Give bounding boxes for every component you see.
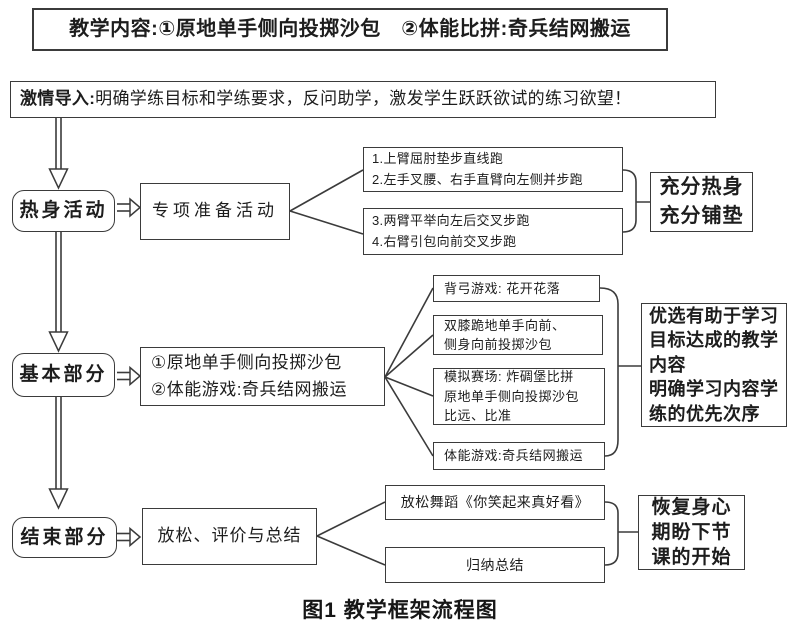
warmup-goal-box: 充分热身 充分铺垫 (650, 172, 753, 232)
intro-text: 明确学练目标和学练要求，反问助学，激发学生跃跃欲试的练习欲望！ (95, 89, 632, 109)
figure-caption: 图1 教学框架流程图 (302, 599, 498, 622)
arrow-main-stage-to-activity (117, 365, 142, 387)
brace-main-goal (599, 287, 641, 457)
brace-closing-goal (604, 501, 638, 566)
arrow-warmup-stage-to-activity (117, 197, 142, 218)
fan-closing-items (316, 501, 386, 566)
closing-activity-box: 放松、评价与总结 (142, 508, 317, 565)
teaching-content-title: 教学内容:①原地单手侧向投掷沙包 ②体能比拼:奇兵结网搬运 (32, 8, 668, 51)
main-item-kneeling-throw: 双膝跪地单手向前、 侧身向前投掷沙包 (433, 315, 603, 355)
arrow-intro-to-warmup (48, 118, 69, 190)
stage-closing: 结束部分 (12, 517, 117, 558)
stage-main: 基本部分 (12, 353, 115, 397)
closing-goal-box: 恢复身心 期盼下节 课的开始 (638, 495, 745, 570)
brace-warmup-goal (622, 169, 650, 233)
arrow-warmup-to-main (48, 232, 69, 353)
passion-intro-box: 激情导入:明确学练目标和学练要求，反问助学，激发学生跃跃欲试的练习欲望！ (10, 81, 716, 118)
warmup-drills-bottom-box: 3.两臂平举向左后交叉步跑 4.右臂引包向前交叉步跑 (363, 208, 623, 255)
fan-main-items (384, 287, 434, 457)
warmup-activity-box: 专项准备活动 (140, 183, 290, 240)
closing-item-summary: 归纳总结 (385, 547, 605, 583)
main-item-back-bow-game: 背弓游戏: 花开花落 (433, 275, 600, 302)
arrow-closing-stage-to-activity (117, 526, 142, 548)
closing-item-relax-dance: 放松舞蹈《你笑起来真好看》 (385, 485, 605, 520)
arrow-main-to-closing (48, 397, 69, 510)
main-item-fitness-game: 体能游戏:奇兵结网搬运 (433, 442, 605, 470)
fan-warmup-drills (289, 169, 364, 235)
warmup-drills-top-box: 1.上臂屈肘垫步直线跑 2.左手叉腰、右手直臂向左侧并步跑 (363, 147, 623, 192)
main-goal-box: 优选有助于学习 目标达成的教学 内容 明确学习内容学 练的优先次序 (641, 303, 787, 427)
main-activity-box: ①原地单手侧向投掷沙包 ②体能游戏:奇兵结网搬运 (140, 347, 385, 406)
stage-warmup: 热身活动 (12, 190, 115, 232)
intro-prefix-label: 激情导入: (20, 89, 96, 109)
main-item-simulated-arena: 模拟赛场: 炸碉堡比拼 原地单手侧向投掷沙包 比远、比准 (433, 368, 605, 425)
